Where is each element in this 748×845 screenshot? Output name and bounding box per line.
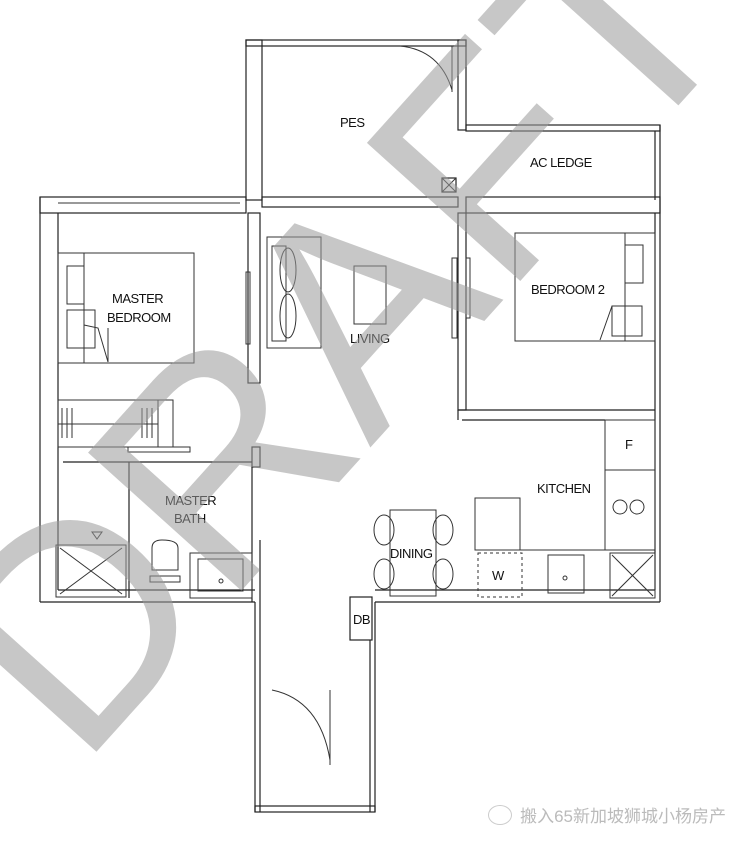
label-pes: PES xyxy=(340,115,365,130)
label-master-bedroom-2: BEDROOM xyxy=(107,310,171,325)
brand-watermark: 搬入65新加坡狮城小杨房产 xyxy=(488,802,726,827)
pes-walls xyxy=(245,39,467,201)
label-dining: DINING xyxy=(390,546,433,561)
bath-fixtures xyxy=(55,531,253,599)
outer-walls xyxy=(39,196,661,813)
label-kitchen: KITCHEN xyxy=(537,481,591,496)
label-fridge: F xyxy=(625,437,633,452)
label-washer: W xyxy=(492,568,505,583)
brand-text: 搬入65新加坡狮城小杨房产 xyxy=(520,807,726,826)
kitchen-fixtures xyxy=(474,419,656,599)
coffee-table xyxy=(353,265,387,325)
draft-watermark: DRAFT xyxy=(0,0,748,813)
sliding-door-bedroom2 xyxy=(451,257,471,339)
dining-table xyxy=(373,509,454,597)
label-master-bedroom-1: MASTER xyxy=(112,291,163,306)
label-bedroom2: BEDROOM 2 xyxy=(531,282,605,297)
label-master-bath-1: MASTER xyxy=(165,493,216,508)
label-living: LIVING xyxy=(350,331,390,346)
label-db: DB xyxy=(353,612,370,627)
master-bed xyxy=(57,252,195,364)
wechat-icon xyxy=(488,804,513,825)
sofa xyxy=(266,236,322,349)
ac-ledge-walls xyxy=(465,124,661,200)
bedroom2-bed xyxy=(514,232,656,342)
sliding-door-master xyxy=(245,271,251,345)
label-ac-ledge: AC LEDGE xyxy=(530,155,593,170)
label-master-bath-2: BATH xyxy=(174,511,206,526)
wardrobe xyxy=(57,399,191,453)
